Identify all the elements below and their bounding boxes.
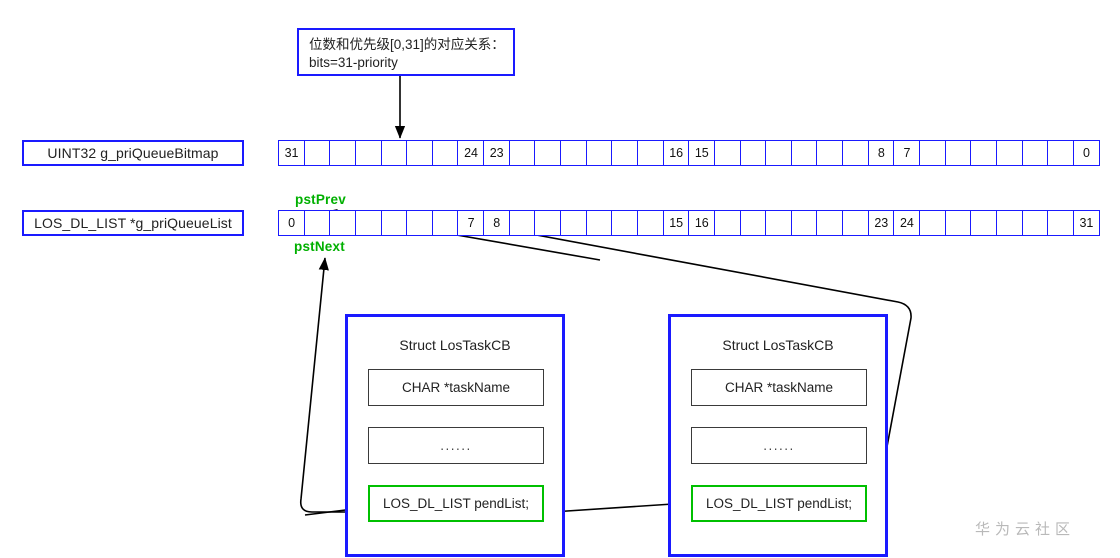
list-cell <box>431 210 459 236</box>
list-cell: 23 <box>867 210 895 236</box>
bitmap-cell <box>534 140 562 166</box>
bitmap-cell: 0 <box>1072 140 1100 166</box>
list-cell <box>1021 210 1049 236</box>
bitmap-cell <box>636 140 665 166</box>
list-cell <box>790 210 818 236</box>
list-cell <box>560 210 588 236</box>
list-cell <box>406 210 434 236</box>
bitmap-cell: 8 <box>867 140 895 166</box>
list-cell <box>919 210 947 236</box>
taskcb-right: Struct LosTaskCB CHAR *taskName ...... L… <box>668 314 888 557</box>
list-variable-label: LOS_DL_LIST *g_priQueueList <box>22 210 244 236</box>
pstprev-label: pstPrev <box>295 192 346 207</box>
bitmap-cell <box>995 140 1024 166</box>
bitmap-cell <box>739 140 767 166</box>
list-cell <box>585 210 613 236</box>
bitmap-cell <box>431 140 459 166</box>
list-cell <box>508 210 536 236</box>
bitmap-cell: 24 <box>457 140 485 166</box>
list-cell <box>534 210 562 236</box>
taskcb-left-field-pendlist: LOS_DL_LIST pendList; <box>368 485 544 522</box>
list-cell <box>329 210 357 236</box>
watermark: 华为云社区 <box>975 520 1076 538</box>
bitmap-cell <box>919 140 947 166</box>
bitmap-cell: 31 <box>278 140 306 166</box>
bitmap-cell <box>406 140 434 166</box>
bitmap-cell: 23 <box>483 140 511 166</box>
bitmap-cell <box>790 140 818 166</box>
list-cell <box>380 210 408 236</box>
pstnext-label: pstNext <box>294 239 345 254</box>
list-cell <box>636 210 665 236</box>
bitmap-variable-label: UINT32 g_priQueueBitmap <box>22 140 244 166</box>
bitmap-cell: 15 <box>688 140 716 166</box>
list-cell: 7 <box>457 210 485 236</box>
taskcb-left: Struct LosTaskCB CHAR *taskName ...... L… <box>345 314 565 557</box>
list-cell <box>303 210 331 236</box>
callout-note: 位数和优先级[0,31]的对应关系： bits=31-priority <box>297 28 515 76</box>
taskcb-right-field-ellipsis: ...... <box>691 427 867 464</box>
taskcb-right-field-taskname: CHAR *taskName <box>691 369 867 406</box>
list-cell: 15 <box>662 210 690 236</box>
list-cell: 0 <box>278 210 306 236</box>
bitmap-cell: 7 <box>893 140 921 166</box>
bitmap-cell <box>944 140 972 166</box>
taskcb-left-title: Struct LosTaskCB <box>399 337 511 353</box>
list-cell: 16 <box>688 210 716 236</box>
bitmap-cell <box>508 140 536 166</box>
bitmap-cell <box>842 140 870 166</box>
list-cell <box>970 210 998 236</box>
bitmap-cell <box>816 140 844 166</box>
list-cell: 8 <box>483 210 511 236</box>
taskcb-right-field-pendlist: LOS_DL_LIST pendList; <box>691 485 867 522</box>
bitmap-cell <box>970 140 998 166</box>
taskcb-right-title: Struct LosTaskCB <box>722 337 834 353</box>
bitmap-cell <box>354 140 383 166</box>
list-cell <box>765 210 793 236</box>
bitmap-cell <box>611 140 639 166</box>
bitmap-cell: 16 <box>662 140 690 166</box>
list-cell <box>816 210 844 236</box>
list-cell: 24 <box>893 210 921 236</box>
list-cell: 31 <box>1072 210 1100 236</box>
bitmap-cell <box>1021 140 1049 166</box>
bitmap-cell <box>585 140 613 166</box>
list-cell <box>944 210 972 236</box>
list-cell <box>713 210 742 236</box>
list-cell <box>1047 210 1075 236</box>
bitmap-cell <box>713 140 742 166</box>
list-cell <box>995 210 1024 236</box>
bitmap-cell <box>329 140 357 166</box>
bitmap-cell <box>380 140 408 166</box>
bitmap-cell <box>765 140 793 166</box>
taskcb-left-field-taskname: CHAR *taskName <box>368 369 544 406</box>
taskcb-left-field-ellipsis: ...... <box>368 427 544 464</box>
bitmap-cell <box>560 140 588 166</box>
list-cell <box>739 210 767 236</box>
list-cell <box>354 210 383 236</box>
list-cell <box>611 210 639 236</box>
list-cell <box>842 210 870 236</box>
bitmap-cell <box>1047 140 1075 166</box>
bitmap-cell <box>303 140 331 166</box>
